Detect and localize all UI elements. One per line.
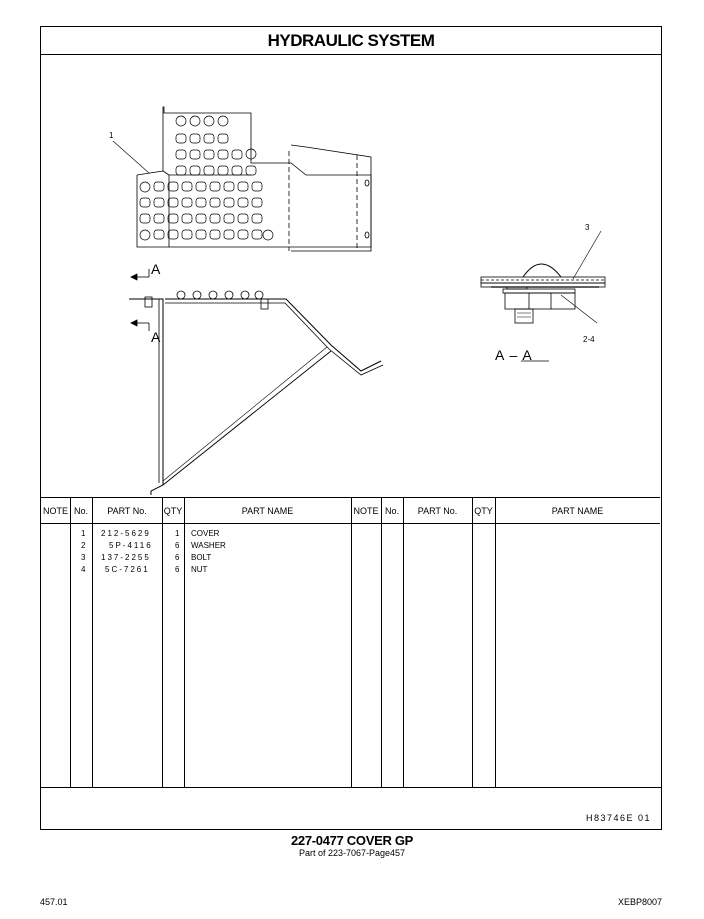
row-no: 1 [81,529,86,538]
page-frame: HYDRAULIC SYSTEM [40,26,662,830]
row-part-no: 212-5629 [101,529,151,538]
row-part-name: BOLT [191,553,212,562]
page-title: HYDRAULIC SYSTEM [41,27,661,55]
section-detail-a-a [480,230,606,362]
col-header-note: NOTE [41,498,70,524]
callout-1: 1 [109,131,114,140]
row-qty: 6 [175,553,180,562]
parts-table: NOTE No. PART No. QTY PART NAME NOTE No.… [41,497,660,788]
row-qty: 1 [175,529,180,538]
row-no: 3 [81,553,86,562]
callout-2-4: 2-4 [583,335,595,344]
col-header-part-no: PART No. [92,498,162,524]
row-part-no: 137-2255 [101,553,151,562]
callout-3: 3 [585,223,590,232]
page-number: 457.01 [40,897,68,907]
group-caption: 227-0477 COVER GP [290,833,414,848]
parts-illustration: 1 3 2-4 A A A – A [41,55,660,523]
row-part-name: NUT [191,565,208,574]
cover-drawing [112,106,606,495]
illustration-number: H83746E 01 [585,813,651,823]
document-id: XEBP8007 [617,897,662,907]
col-header-part-name-2: PART NAME [495,498,660,524]
row-part-name: COVER [191,529,220,538]
row-part-name: WASHER [191,541,226,550]
col-header-qty-2: QTY [472,498,495,524]
cover-plate-outline [162,106,372,248]
section-marker-bottom: A [151,329,161,345]
col-header-qty: QTY [162,498,184,524]
row-part-no: 5P-4116 [109,541,153,550]
col-header-part-no-2: PART No. [403,498,472,524]
col-header-note-2: NOTE [351,498,381,524]
col-header-part-name: PART NAME [184,498,351,524]
col-header-no-2: No. [381,498,403,524]
row-no: 4 [81,565,86,574]
table-bottom-border [41,787,661,788]
row-no: 2 [81,541,86,550]
row-qty: 6 [175,565,180,574]
perforation-holes [139,115,274,241]
group-subcaption: Part of 223-7067-Page457 [298,848,406,858]
row-part-no: 5C-7261 [105,565,150,574]
section-marker-top: A [151,261,161,277]
row-qty: 6 [175,541,180,550]
section-label: A – A [495,347,533,363]
col-header-no: No. [70,498,92,524]
